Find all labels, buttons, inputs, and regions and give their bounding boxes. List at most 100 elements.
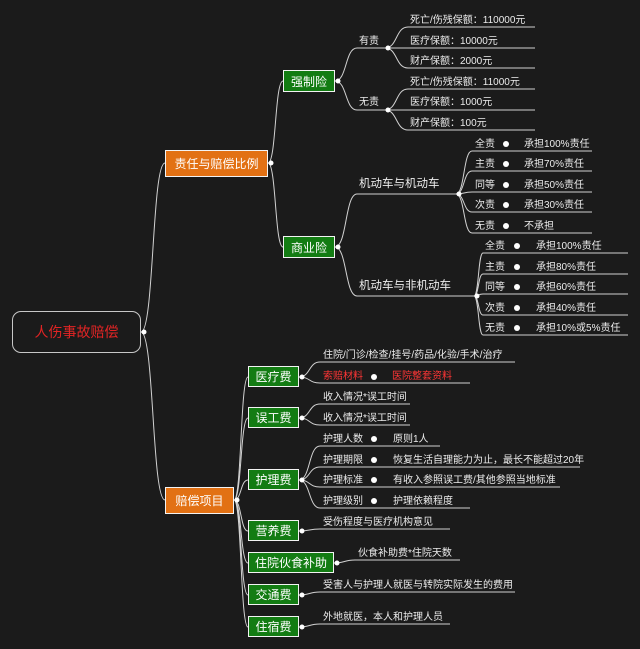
nursing-key: 护理人数 (323, 434, 363, 445)
connector-line (334, 80, 358, 111)
node-transport-fee-label: 交通费 (255, 588, 292, 602)
nursing-value: 有收入参照误工费/其他参照当地标准 (393, 475, 556, 486)
root-label: 人伤事故赔偿 (34, 324, 119, 340)
bullet-dot (503, 202, 509, 208)
node-lodging-fee-label: 住宿费 (255, 620, 292, 634)
bullet-dot (503, 141, 509, 147)
connector-line (455, 150, 473, 195)
joint-dot (299, 374, 305, 380)
node-transport-fee[interactable]: 交通费 (248, 584, 299, 605)
bullet-dot (503, 161, 509, 167)
mn-result: 承担100%责任 (536, 241, 602, 252)
node-commercial-insurance[interactable]: 商业险 (283, 236, 335, 258)
liable-property: 财产保额：2000元 (410, 56, 493, 67)
mn-result: 承担60%责任 (536, 282, 597, 293)
connector-line (233, 499, 249, 628)
mm-level: 次责 (475, 200, 495, 211)
branch-compensation-items-label: 赔偿项目 (175, 494, 224, 508)
nursing-value: 恢复生活自理能力为止，最长不能超过20年 (393, 455, 585, 466)
node-meal-subsidy[interactable]: 住院伙食补助 (248, 552, 334, 573)
node-lost-wages-label: 误工费 (255, 411, 292, 425)
joint-dot (299, 592, 305, 598)
connector-line (334, 246, 358, 297)
node-compulsory-insurance[interactable]: 强制险 (283, 70, 335, 92)
connector-line (384, 47, 409, 69)
mn-level: 次责 (485, 303, 505, 314)
medical-claim-materials: 索赔材料 (323, 371, 363, 382)
joint-dot (299, 528, 305, 534)
joint-dot (456, 191, 462, 197)
branch-liability-ratio-label: 责任与赔偿比例 (174, 157, 259, 171)
branch-compensation-items[interactable]: 赔偿项目 (165, 487, 234, 514)
bullet-dot (371, 498, 377, 504)
connector-line (334, 193, 358, 248)
lost-wages-line-1: 收入情况*误工时间 (323, 392, 407, 403)
mn-result: 承担40%责任 (536, 303, 597, 314)
liable-death-disability: 死亡/伤残保额：110000元 (410, 15, 526, 26)
bullet-dot (371, 436, 377, 442)
liable-label: 有责 (359, 36, 379, 47)
mm-level: 全责 (475, 139, 495, 150)
bullet-dot (514, 243, 520, 249)
mm-level: 同等 (475, 180, 495, 191)
lost-wages-line-2: 收入情况*误工时间 (323, 413, 407, 424)
connector-line (267, 80, 284, 164)
node-medical-fee-label: 医疗费 (255, 370, 292, 384)
node-compulsory-insurance-label: 强制险 (290, 74, 327, 89)
not-liable-medical: 医疗保额：1000元 (410, 97, 493, 108)
not-liable-label: 无责 (359, 97, 379, 108)
connector-line (298, 479, 321, 509)
mn-level: 主责 (485, 262, 505, 273)
node-nutrition-fee[interactable]: 营养费 (248, 520, 299, 541)
lodging-detail: 外地就医，本人和护理人员 (323, 612, 443, 623)
joint-dot (268, 160, 274, 166)
node-nursing-fee-label: 护理费 (255, 473, 292, 487)
mm-result: 承担70%责任 (524, 159, 585, 170)
nursing-value: 原则1人 (393, 434, 429, 445)
bullet-dot (514, 325, 520, 331)
connector-line (384, 109, 409, 131)
mn-level: 全责 (485, 241, 505, 252)
connector-line (267, 162, 284, 248)
connector-line (298, 445, 321, 481)
nursing-key: 护理期限 (323, 455, 363, 466)
node-commercial-insurance-label: 商业险 (290, 240, 327, 255)
bullet-dot (514, 305, 520, 311)
node-nursing-fee[interactable]: 护理费 (248, 469, 299, 490)
node-lost-wages[interactable]: 误工费 (248, 407, 299, 428)
connector-line (455, 193, 473, 213)
nursing-key: 护理标准 (323, 475, 363, 486)
medical-claim-materials-value: 医院整套资料 (392, 371, 452, 382)
liable-medical: 医疗保额：10000元 (410, 36, 498, 47)
mm-result: 不承担 (524, 221, 554, 232)
node-medical-fee[interactable]: 医疗费 (248, 366, 299, 387)
mn-level: 无责 (485, 323, 505, 334)
mm-result: 承担100%责任 (524, 139, 590, 150)
connector-line (455, 193, 473, 234)
joint-dot (385, 45, 391, 51)
joint-dot (335, 244, 341, 250)
branch-liability-ratio[interactable]: 责任与赔偿比例 (165, 150, 268, 177)
mn-result: 承担10%或5%责任 (536, 323, 621, 334)
node-meal-subsidy-label: 住院伙食补助 (254, 556, 327, 570)
connector-line (140, 162, 166, 333)
medical-detail: 住院/门诊/检查/挂号/药品/化验/手术/治疗 (323, 350, 503, 361)
connector-line (384, 88, 409, 111)
root-node[interactable]: 人伤事故赔偿 (12, 311, 141, 353)
mm-result: 承担30%责任 (524, 200, 585, 211)
mn-level: 同等 (485, 282, 505, 293)
connector-line (334, 47, 358, 82)
node-lodging-fee[interactable]: 住宿费 (248, 616, 299, 637)
bullet-dot (371, 477, 377, 483)
bullet-dot (503, 223, 509, 229)
connector-line (140, 331, 166, 501)
joint-dot (299, 415, 305, 421)
connector-line (473, 295, 484, 336)
joint-dot (474, 293, 480, 299)
bullet-dot (503, 182, 509, 188)
joint-dot (385, 107, 391, 113)
not-liable-death-disability: 死亡/伤残保额：11000元 (410, 77, 520, 88)
mm-level: 主责 (475, 159, 495, 170)
node-nutrition-fee-label: 营养费 (255, 524, 292, 538)
